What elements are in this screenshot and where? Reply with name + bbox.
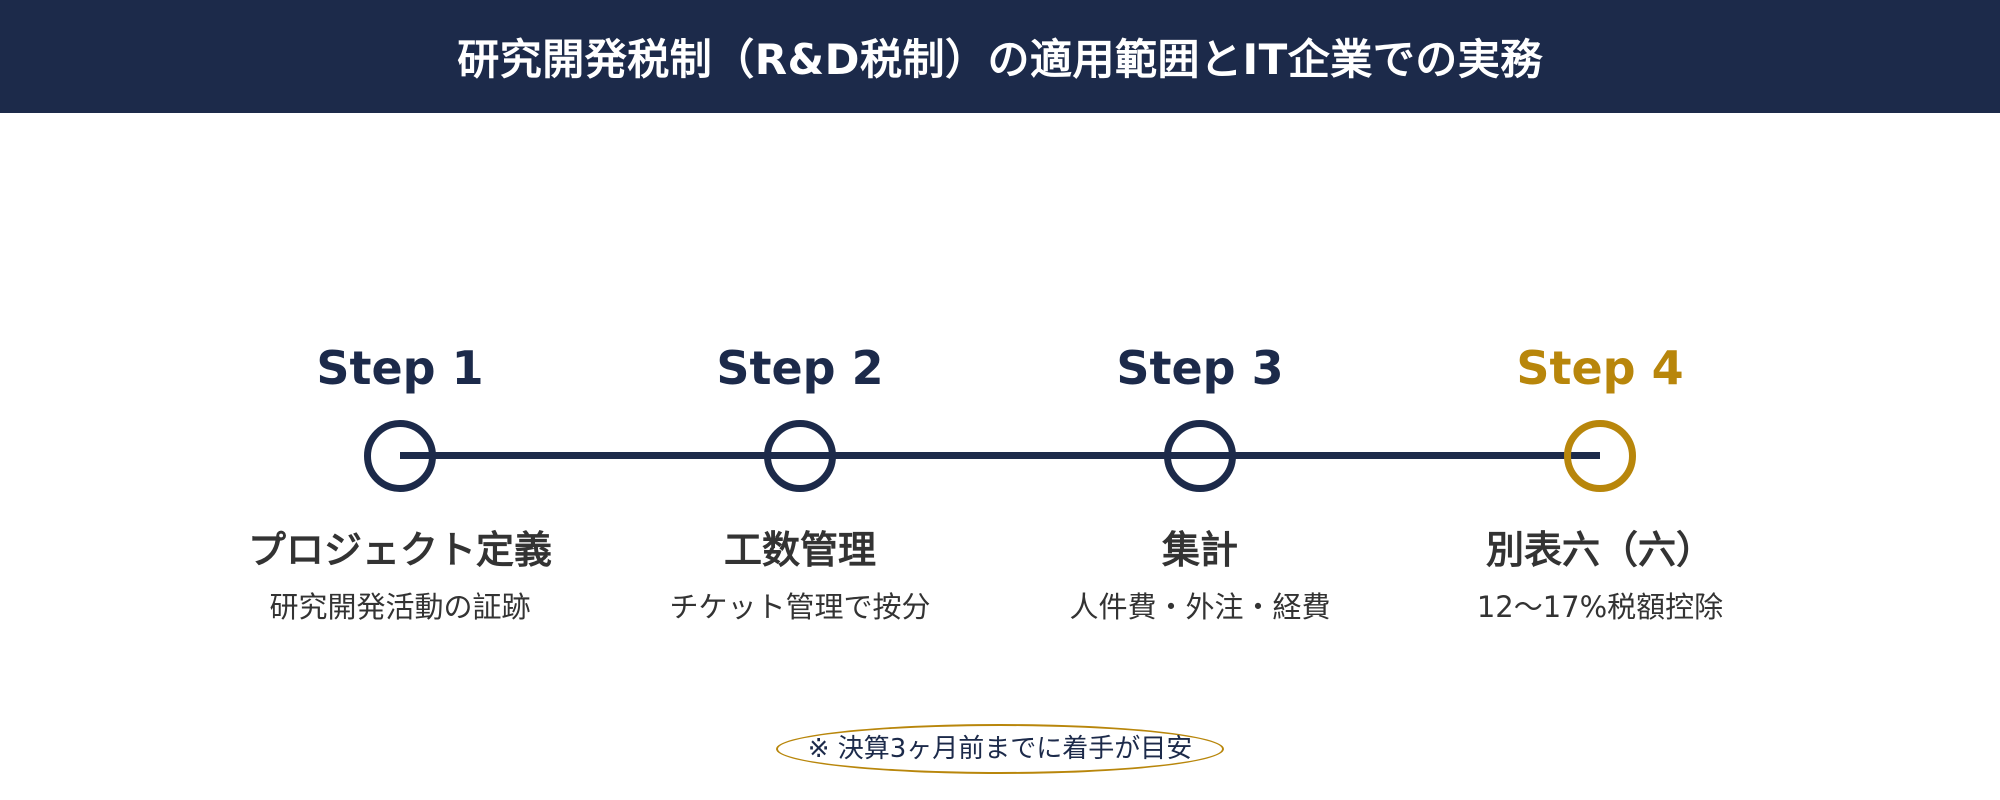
step-4-description: 12〜17%税額控除 bbox=[1476, 590, 1724, 624]
step-3-title: 集計 bbox=[1161, 528, 1238, 572]
step-1-circle bbox=[364, 420, 436, 492]
step-3-number: Step 3 bbox=[1116, 341, 1284, 395]
step-2-title: 工数管理 bbox=[723, 528, 876, 572]
step-2-number: Step 2 bbox=[716, 341, 884, 395]
step-3-circle bbox=[1164, 420, 1236, 492]
step-4-circle bbox=[1564, 420, 1636, 492]
step-1-description: 研究開発活動の証跡 bbox=[269, 590, 531, 624]
timing-note: ※ 決算3ヶ月前までに着手が目安 bbox=[776, 724, 1224, 774]
timeline-line bbox=[400, 452, 1600, 459]
page-title: 研究開発税制（R&D税制）の適用範囲とIT企業での実務 bbox=[457, 35, 1543, 84]
step-4-title: 別表六（六） bbox=[1485, 528, 1714, 572]
step-2-description: チケット管理で按分 bbox=[669, 590, 931, 624]
step-2-circle bbox=[764, 420, 836, 492]
step-1-number: Step 1 bbox=[316, 341, 484, 395]
header-bar: 研究開発税制（R&D税制）の適用範囲とIT企業での実務 bbox=[0, 0, 2000, 113]
step-1-title: プロジェクト定義 bbox=[247, 528, 552, 572]
step-4-number: Step 4 bbox=[1516, 341, 1684, 395]
step-3-description: 人件費・外注・経費 bbox=[1069, 590, 1331, 624]
